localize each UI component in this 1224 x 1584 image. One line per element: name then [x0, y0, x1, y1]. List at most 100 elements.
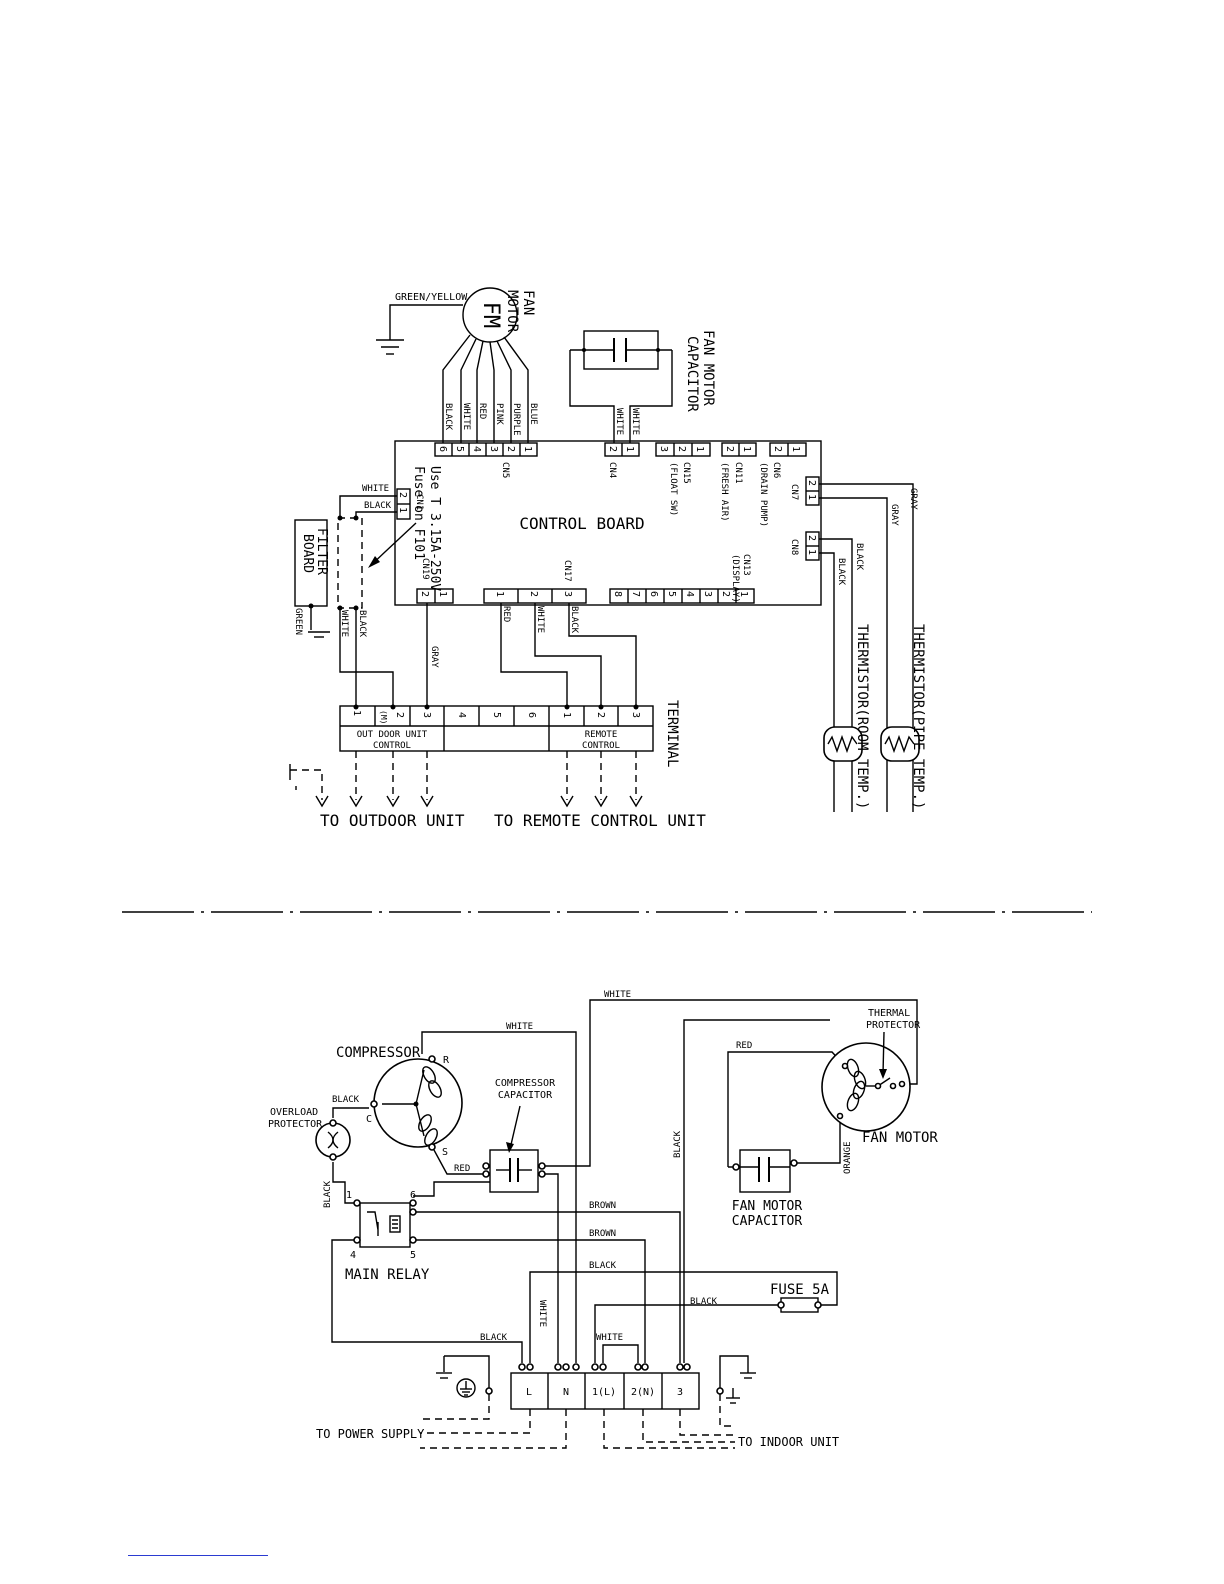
connector-cn8: 2 1 CN8 [789, 531, 820, 561]
cn5-pin: 6 [437, 446, 448, 452]
compressor-pin-s: S [442, 1147, 448, 1158]
cn4-pin: 2 [607, 446, 618, 452]
fan-capacitor-wire-1: WHITE [614, 408, 624, 435]
outdoor-terminal-pin: N [563, 1387, 569, 1398]
relay-pin-5: 5 [410, 1250, 416, 1261]
terminal-pin: 4 [456, 712, 467, 718]
fan-motor-label: FAN MOTOR [862, 1130, 938, 1146]
cn15-pin: 2 [676, 446, 687, 452]
fan-orange-wire: ORANGE [843, 1141, 853, 1174]
cn17-pin: 3 [562, 591, 573, 597]
outdoor-fan-capacitor-label-2: CAPACITOR [732, 1214, 803, 1229]
outdoor-wires: WHITE WHITE WHITE RED BLACK ORANGE BLACK… [323, 990, 918, 1363]
compressor-capacitor-label-2: CAPACITOR [498, 1090, 553, 1101]
main-relay-label: MAIN RELAY [345, 1267, 430, 1283]
connector-cn1: 2 1 CN1 [396, 488, 424, 520]
fuse: FUSE 5A [770, 1282, 830, 1313]
earth-ground-icon [456, 1378, 476, 1398]
footer-link-underline [128, 1555, 268, 1556]
fan-wire-white: WHITE [461, 403, 471, 430]
brown-wire-2: BROWN [589, 1229, 616, 1239]
terminal-pin: 2 [595, 712, 606, 718]
cn1-black-wire: BLACK [364, 501, 392, 511]
cn13-pin: 1 [738, 591, 749, 597]
outdoor-terminal-block: L N 1(L) 2(N) 3 [510, 1363, 700, 1410]
cn5-pin: 1 [522, 446, 533, 452]
cn17-red-wire: RED [501, 606, 511, 622]
thermistor-wiring: GRAY GRAY BLACK BLACK THERMISTOR(PIPE TE… [819, 483, 926, 812]
cn4-pin: 1 [624, 446, 635, 452]
relay-pin-4: 4 [350, 1250, 356, 1261]
fan-motor-title-1: FAN [520, 290, 536, 315]
terminal-pin: 1 [561, 712, 572, 718]
fuse-note-line-1: Use T 3.15A-250V [427, 466, 442, 591]
to-power-supply-label: TO POWER SUPPLY [316, 1427, 425, 1441]
cn5-pin: 3 [488, 446, 499, 452]
fuse-note-line-2: Fuse on F101 [411, 466, 426, 560]
filter-white-wire: WHITE [339, 610, 349, 637]
outdoor-terminal-pin: 2(N) [631, 1387, 655, 1398]
terminal-pin: 5 [491, 712, 502, 718]
cn1-pin: 1 [397, 507, 408, 513]
compressor-capacitor-label-1: COMPRESSOR [495, 1078, 556, 1089]
filter-black-wire: BLACK [357, 610, 367, 638]
main-relay: 1 6 4 5 MAIN RELAY [345, 1190, 430, 1283]
cn6-pin: 1 [790, 446, 801, 452]
fan-wire-pink: PINK [494, 403, 504, 425]
overload-protector: OVERLOAD PROTECTOR [268, 1107, 351, 1161]
outdoor-fan-capacitor-label-1: FAN MOTOR [732, 1199, 803, 1214]
terminal-pin: 6 [526, 712, 537, 718]
connector-cn15: 3 2 1 CN15 (FLOAT SW) [655, 442, 711, 516]
cn13-pin: 6 [648, 591, 659, 597]
fan-capacitor-wire-2: WHITE [630, 408, 640, 435]
terminal-pin: 2 [394, 712, 405, 718]
cn13-pin: 7 [630, 591, 641, 597]
indoor-external-leads: TO OUTDOOR UNIT TO REMOTE CONTROL UNIT [289, 751, 706, 830]
compressor-white-wire: WHITE [506, 1022, 533, 1032]
indoor-fan-motor: FM FAN MOTOR GREEN/YELLOW BLACK WHITE RE… [376, 287, 538, 443]
filter-board-line-2: BOARD [300, 534, 315, 573]
cn7-pin: 2 [806, 480, 817, 486]
cn5-pin: 4 [471, 446, 482, 452]
connector-cn17: 1 2 3 CN17 [483, 560, 587, 604]
cn7-gray-wire-a: GRAY [908, 488, 918, 510]
cn13-pin: 2 [720, 591, 731, 597]
relay-pin-1: 1 [346, 1190, 352, 1201]
cn13-pin: 4 [684, 591, 695, 597]
connector-cn5: 6 5 4 3 2 1 CN5 [434, 442, 538, 478]
connector-cn7: 2 1 CN7 [789, 476, 820, 506]
capacitor-red-wire: RED [454, 1164, 470, 1174]
cn8-black-wire-b: BLACK [836, 558, 846, 586]
fan-red-wire: RED [736, 1041, 752, 1051]
cn13-pin: 8 [612, 591, 623, 597]
fan-wire-blue: BLUE [528, 403, 538, 425]
cn15-pin: 1 [694, 446, 705, 452]
relay-black-wire: BLACK [323, 1180, 333, 1208]
control-board: CONTROL BOARD Use T 3.15A-250V Fuse on F… [368, 440, 822, 606]
fan-motor-ground-icon [376, 339, 404, 355]
outdoor-wiring-diagram: WHITE WHITE WHITE RED BLACK ORANGE BLACK… [268, 990, 938, 1449]
connector-cn11: 2 1 CN11 (FRESH AIR) [719, 442, 757, 522]
cn5-label: CN5 [500, 462, 510, 478]
cn11-pin: 2 [724, 446, 735, 452]
cn8-pin: 1 [806, 549, 817, 555]
compressor-black-wire: BLACK [332, 1095, 360, 1105]
bottom-white-wire: WHITE [596, 1333, 623, 1343]
fan-black-wire: BLACK [673, 1130, 683, 1158]
connector-cn4: 2 1 CN4 [604, 442, 640, 478]
fan-motor-ground-wire-label: GREEN/YELLOW [395, 292, 468, 303]
compressor: COMPRESSOR R C S [336, 1045, 463, 1158]
cn13-pin: 3 [702, 591, 713, 597]
to-indoor-unit-label: TO INDOOR UNIT [738, 1435, 839, 1449]
indoor-wiring-diagram: FM FAN MOTOR GREEN/YELLOW BLACK WHITE RE… [289, 287, 926, 830]
cn7-gray-wire-b: GRAY [889, 504, 899, 526]
fan-wire-purple: PURPLE [511, 403, 521, 436]
cn19-label: CN19 [420, 558, 430, 580]
outdoor-grounds [436, 1355, 756, 1404]
cn8-black-wire-a: BLACK [854, 543, 864, 571]
pipe-thermistor-resistor [880, 726, 920, 762]
to-remote-control-label: TO REMOTE CONTROL UNIT [494, 811, 706, 830]
terminal-pin: 3 [630, 712, 641, 718]
cn13-pin: 5 [666, 591, 677, 597]
cn15-pin: 3 [658, 446, 669, 452]
